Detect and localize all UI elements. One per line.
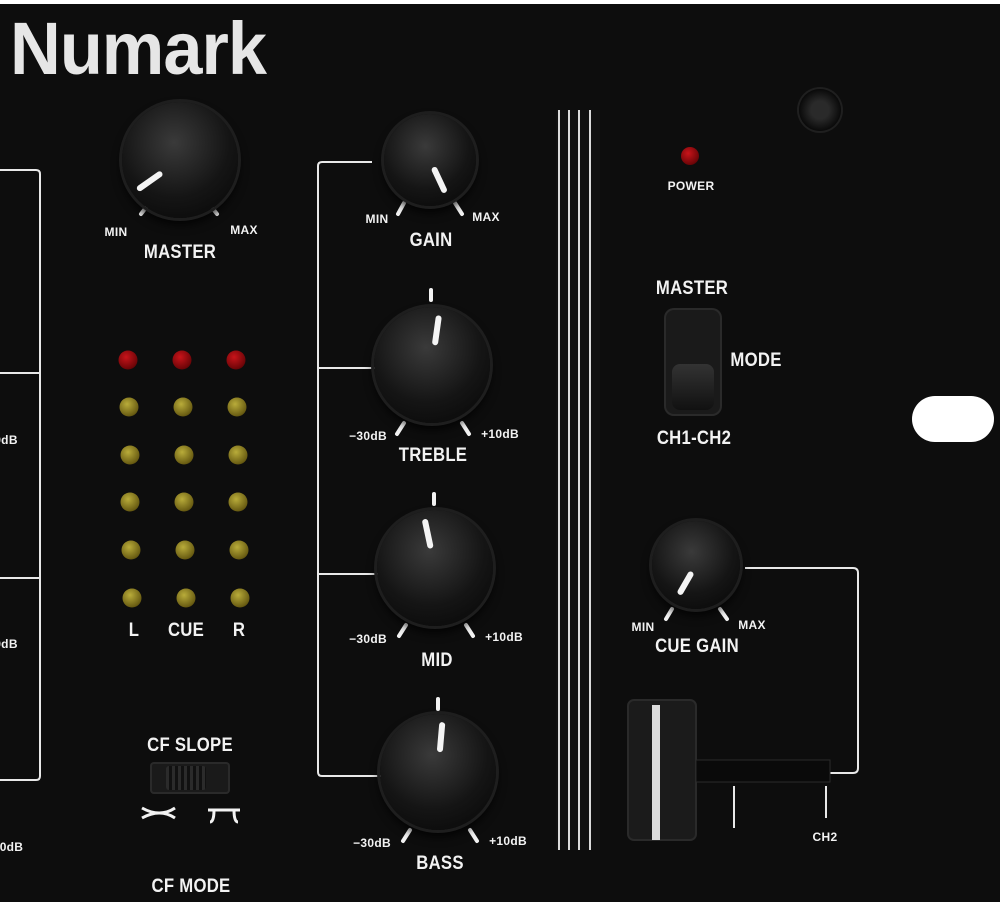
master-min-label: MIN — [104, 225, 128, 239]
meter-led — [120, 492, 140, 512]
mode-label: MODE — [730, 350, 782, 371]
master-knob[interactable] — [122, 102, 238, 218]
meter-led — [227, 397, 247, 417]
meter-led — [121, 540, 141, 560]
rack-slot — [912, 396, 994, 442]
treble-knob[interactable] — [374, 307, 490, 423]
meter-led — [122, 588, 142, 608]
left-db-label-3: 10dB — [0, 840, 24, 854]
gain-min-label: MIN — [365, 212, 389, 226]
cf-mode-label: CF MODE — [151, 876, 231, 897]
cf-slope-switch[interactable] — [150, 762, 230, 794]
meter-led — [175, 540, 195, 560]
meter-led — [173, 397, 193, 417]
gain-max-label: MAX — [472, 210, 500, 224]
eq-bracket — [317, 161, 388, 777]
cue-gain-label: CUE GAIN — [655, 636, 739, 657]
treble-label: TREBLE — [398, 445, 468, 466]
master-max-label: MAX — [230, 223, 258, 237]
cue-gain-max-label: MAX — [738, 618, 766, 632]
left-db-label-1: 0dB — [0, 433, 18, 447]
ground-screw — [799, 89, 841, 131]
meter-led — [174, 445, 194, 465]
meter-led — [172, 350, 192, 370]
mid-min-label: −30dB — [349, 632, 387, 646]
cue-gain-min-label: MIN — [631, 620, 655, 634]
bass-max-label: +10dB — [489, 834, 527, 848]
mid-max-label: +10dB — [485, 630, 523, 644]
numark-logo: Numark — [10, 7, 267, 90]
meter-led — [174, 492, 194, 512]
gain-knob-indicator — [430, 165, 448, 194]
bass-knob-indicator — [436, 721, 446, 753]
treble-min-label: −30dB — [349, 429, 387, 443]
meter-l-label: L — [128, 620, 140, 641]
mode-switch-lever — [672, 364, 714, 410]
mode-ch1-ch2-label: CH1-CH2 — [656, 428, 732, 449]
power-led — [681, 147, 699, 165]
master-label: MASTER — [143, 242, 217, 263]
meter-r-label: R — [232, 620, 246, 641]
meter-led — [230, 588, 250, 608]
crossfader-track — [695, 759, 831, 783]
crossfader-cap-stripe — [652, 705, 660, 840]
meter-led — [226, 350, 246, 370]
gain-label: GAIN — [409, 230, 453, 251]
crossfader-cap — [627, 699, 697, 841]
cue-gain-knob-indicator — [676, 570, 695, 596]
mode-master-label: MASTER — [655, 278, 729, 299]
meter-led — [119, 397, 139, 417]
meter-led — [176, 588, 196, 608]
master-knob-indicator — [135, 170, 164, 193]
cf-slope-switch-lever — [166, 766, 206, 790]
bass-min-label: −30dB — [353, 836, 391, 850]
bass-label: BASS — [416, 853, 464, 874]
left-db-label-2: 0dB — [0, 637, 18, 651]
power-label: POWER — [667, 179, 715, 193]
meter-led — [228, 445, 248, 465]
bass-knob[interactable] — [380, 714, 496, 830]
cf-slope-label: CF SLOPE — [147, 735, 233, 756]
mid-knob-indicator — [421, 518, 434, 550]
mid-label: MID — [421, 650, 453, 671]
cue-gain-knob[interactable] — [652, 521, 740, 609]
treble-knob-indicator — [431, 315, 442, 346]
mid-knob[interactable] — [377, 510, 493, 626]
ch2-label: CH2 — [812, 830, 838, 844]
meter-led — [118, 350, 138, 370]
mode-switch[interactable] — [664, 308, 722, 416]
cue-gain-bracket — [745, 567, 859, 774]
meter-cue-label: CUE — [167, 620, 205, 641]
left-channel-outline — [0, 169, 41, 781]
treble-max-label: +10dB — [481, 427, 519, 441]
meter-led — [229, 540, 249, 560]
slope-right-icon — [208, 808, 240, 824]
slope-left-icon — [141, 806, 176, 820]
gain-knob[interactable] — [384, 114, 476, 206]
meter-led — [228, 492, 248, 512]
meter-led — [120, 445, 140, 465]
